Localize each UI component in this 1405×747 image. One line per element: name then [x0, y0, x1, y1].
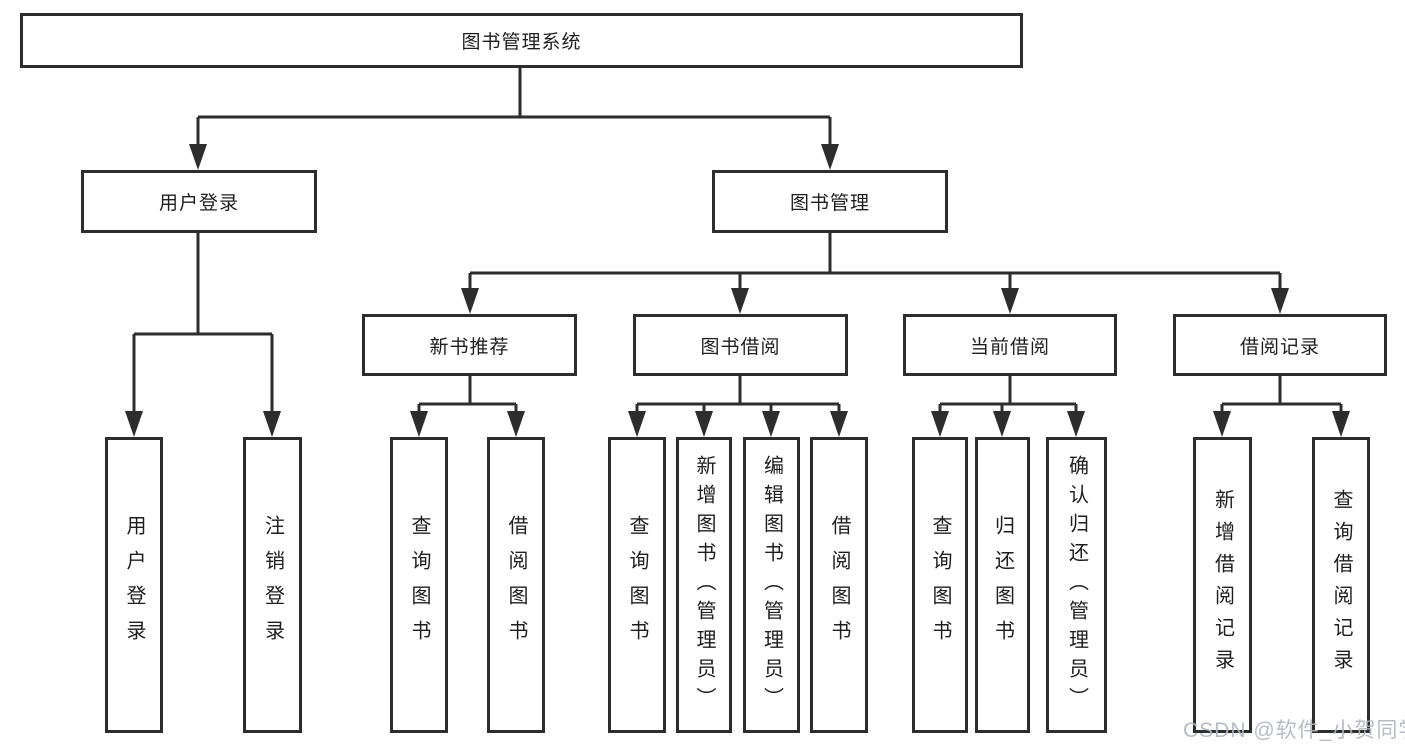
connector-current-to-leaves — [938, 376, 1078, 413]
leaf-query-books-current: 查询图书 — [912, 437, 968, 733]
arrowheads-userlogin-leaves — [125, 411, 281, 437]
connector-records-to-leaves — [1220, 376, 1343, 413]
leaf-borrow-books: 借阅图书 — [810, 437, 868, 733]
connector-userlogin-to-leaves — [132, 233, 274, 413]
node-book-borrowing: 图书借阅 — [633, 314, 848, 376]
arrowheads-leaves — [410, 411, 1350, 437]
connector-borrowing-to-leaves — [635, 376, 841, 413]
arrowheads-level2 — [189, 144, 839, 170]
leaf-user-login: 用户登录 — [105, 437, 163, 733]
watermark: CSDN @软件_小贺同学 — [1183, 719, 1405, 742]
arrowheads-level3 — [461, 288, 1289, 314]
node-root-system: 图书管理系统 — [20, 13, 1023, 68]
node-new-book-recommend: 新书推荐 — [362, 314, 577, 376]
leaf-edit-book-admin: 编辑图书（管理员） — [743, 437, 800, 733]
node-user-login-group: 用户登录 — [81, 170, 317, 233]
leaf-query-books-borrowing: 查询图书 — [608, 437, 666, 733]
node-book-management: 图书管理 — [712, 170, 948, 233]
leaf-query-borrow-record: 查询借阅记录 — [1312, 437, 1370, 733]
connector-recommend-to-leaves — [417, 376, 518, 413]
connector-bookmgmt-to-level3 — [468, 233, 1282, 290]
leaf-borrow-books-recommend: 借阅图书 — [487, 437, 545, 733]
leaf-return-books: 归还图书 — [975, 437, 1030, 733]
leaf-add-book-admin: 新增图书（管理员） — [676, 437, 732, 733]
node-current-borrowing: 当前借阅 — [903, 314, 1117, 376]
leaf-confirm-return-admin: 确认归还（管理员） — [1046, 437, 1107, 733]
node-borrowing-records: 借阅记录 — [1173, 314, 1387, 376]
leaf-logout-login: 注销登录 — [243, 437, 302, 733]
leaf-query-books-recommend: 查询图书 — [390, 437, 448, 733]
connector-root-to-level2 — [196, 68, 832, 146]
leaf-add-borrow-record: 新增借阅记录 — [1193, 437, 1252, 733]
